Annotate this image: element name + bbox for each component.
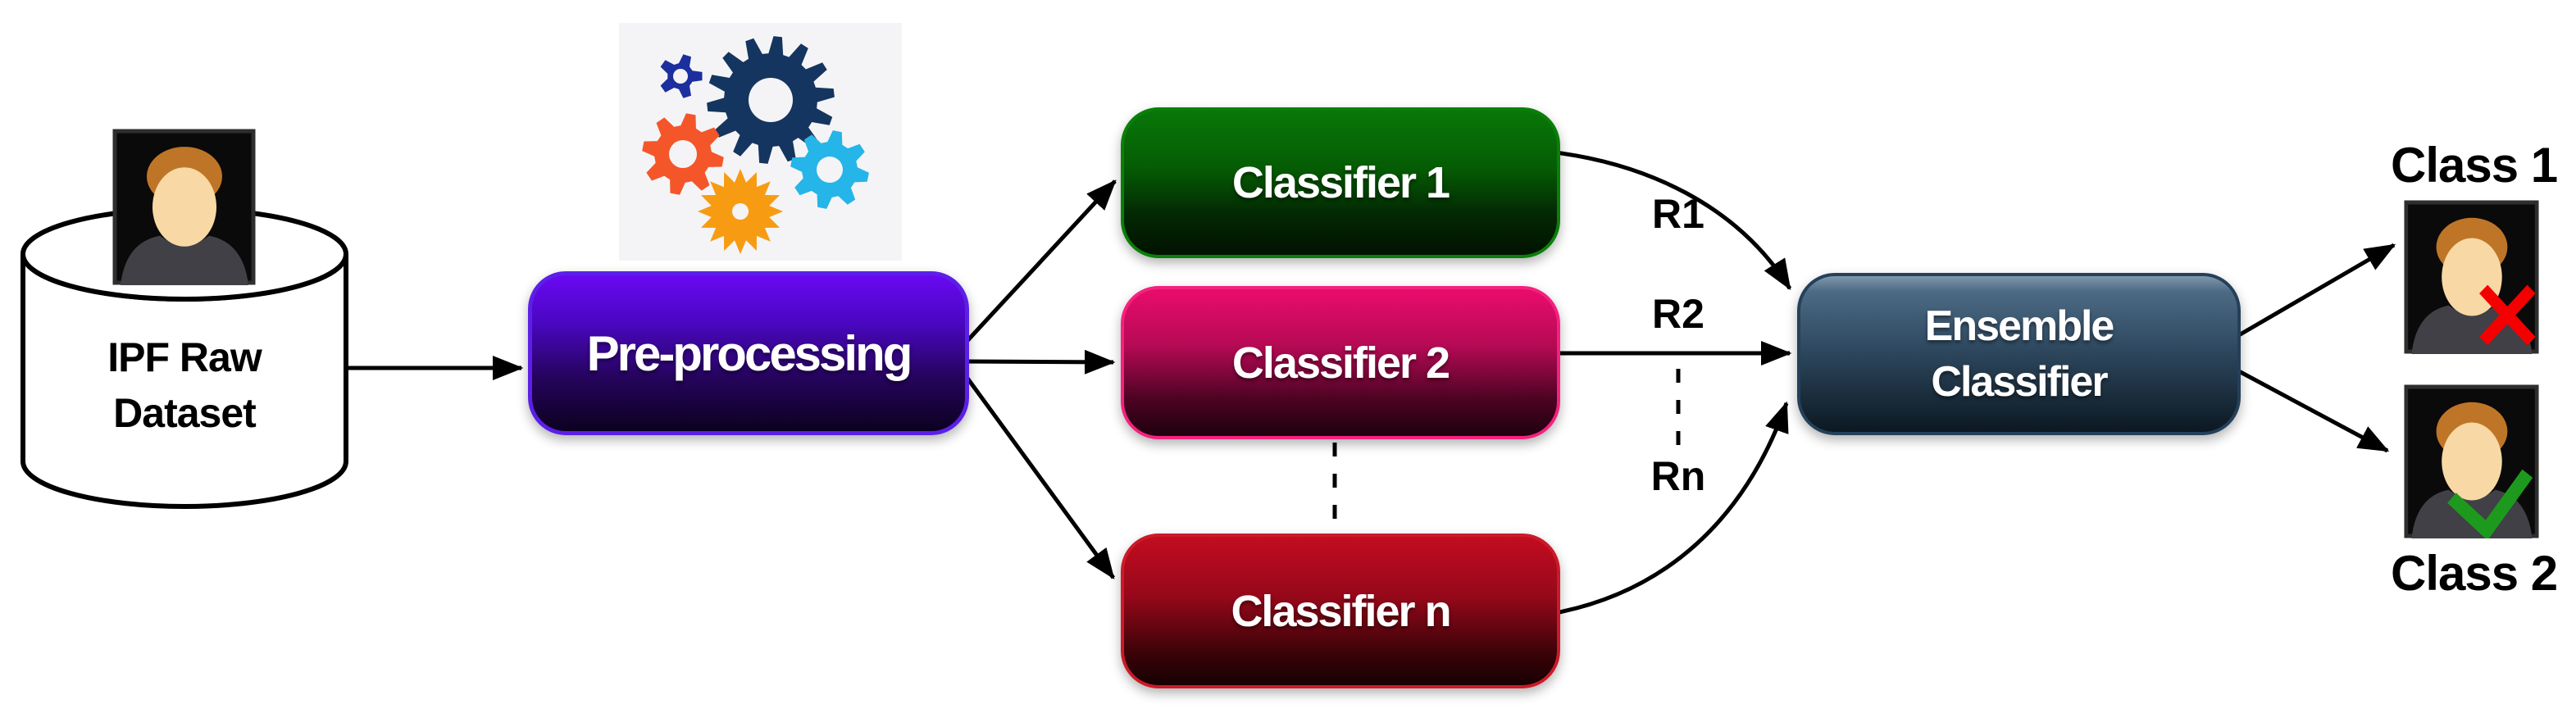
classifier1-node: Classifier 1: [1121, 107, 1560, 258]
dataset-node-label: IPF Raw Dataset: [25, 329, 344, 441]
classifier-n-node: Classifier n: [1121, 534, 1560, 688]
preprocessing-label: Pre-processing: [586, 325, 913, 381]
arrow-preprocessing-to-classifier2: [963, 349, 1116, 375]
edge-label-r2: R2: [1652, 291, 1704, 337]
classifier2-label: Classifier 2: [1231, 338, 1450, 388]
amber-gear-icon-hole: [732, 203, 749, 220]
ensemble-label-line1: Ensemble: [1924, 302, 2115, 350]
class1-avatar-with-red-cross: [2404, 200, 2539, 354]
edge-label-rn: Rn: [1650, 453, 1706, 499]
large-navy-gear-icon-hole: [749, 78, 793, 122]
dataset-label-line1: IPF Raw: [107, 334, 262, 380]
red-cross-icon: [2479, 284, 2536, 346]
class1-label: Class 1: [2391, 138, 2558, 193]
small-blue-gear-icon-hole: [673, 69, 688, 84]
arrow-rn-classifier-n-to-ensemble: [1554, 401, 1789, 615]
class2-label: Class 2: [2391, 546, 2558, 601]
green-check-icon: [2447, 469, 2533, 538]
arrow-preprocessing-to-classifier-n: [962, 372, 1116, 580]
classifier-n-label: Classifier n: [1231, 586, 1451, 636]
ensemble-label-line2: Classifier: [1931, 358, 2108, 406]
arrow-ensemble-to-class2: [2236, 368, 2390, 453]
arrow-r1-classifier1-to-ensemble: [1554, 150, 1792, 291]
cyan-gear-icon-hole: [817, 157, 843, 183]
class2-avatar-with-green-check: [2404, 384, 2539, 538]
gears-graphic: [642, 36, 869, 254]
arrow-preprocessing-to-classifier1: [963, 179, 1117, 346]
dataset-label-line2: Dataset: [113, 390, 257, 436]
ensemble-classifier-node: Ensemble Classifier: [1797, 273, 2241, 435]
preprocessing-node: Pre-processing: [528, 271, 969, 435]
gears-icon: [619, 23, 902, 261]
arrow-ensemble-to-class1: [2236, 243, 2396, 338]
classifier1-label: Classifier 1: [1231, 158, 1450, 207]
edge-label-r1: R1: [1652, 191, 1704, 237]
person-avatar-icon: [112, 129, 256, 285]
orange-red-gear-icon-hole: [669, 140, 697, 168]
classifier2-node: Classifier 2: [1121, 286, 1560, 439]
